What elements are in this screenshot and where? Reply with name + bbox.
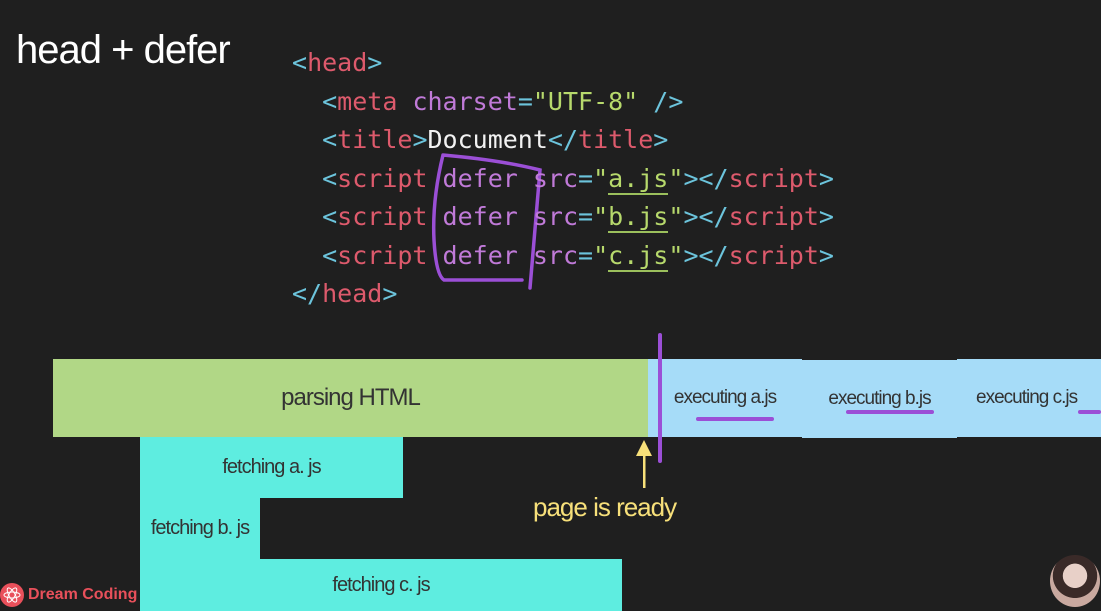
defer-attr: defer (442, 202, 518, 231)
underline-annotation (696, 417, 774, 421)
title-text: Document (427, 125, 548, 154)
meta-tag: meta (337, 86, 398, 116)
underline-annotation (1078, 410, 1101, 414)
meta-value: "UTF-8" (532, 86, 639, 116)
parsing-label: parsing HTML (281, 384, 421, 411)
presenter-avatar (1050, 555, 1100, 607)
head-open-tag: head (307, 48, 368, 77)
script-close-tag: script (728, 163, 819, 193)
executing-a-bar: executing a.js (648, 359, 802, 437)
executing-label: executing b.js (828, 388, 931, 409)
meta-attr: charset (412, 86, 518, 116)
script-line-b: <script defer src="b.js"></script> (322, 202, 834, 233)
fetching-label: fetching a. js (222, 456, 321, 478)
src-attr: src (532, 163, 579, 193)
parsing-html-bar: parsing HTML (53, 359, 648, 437)
script-file: c.js (608, 240, 669, 272)
page-ready-label: page is ready (533, 492, 677, 522)
head-close-tag: head (322, 279, 383, 308)
fetching-c-bar: fetching c. js (140, 559, 622, 611)
code-block: <head> <meta charset="UTF-8" /> <title>D… (292, 48, 834, 308)
executing-c-bar: executing c.js (957, 359, 1101, 437)
executing-b-bar: executing b.js (802, 360, 957, 438)
src-attr: src (532, 240, 579, 270)
script-tag: script (337, 202, 428, 231)
brand-name: Dream Coding (28, 586, 138, 603)
script-tag: script (337, 163, 428, 193)
fetching-label: fetching c. js (332, 573, 430, 596)
slide-title: head + defer (16, 28, 231, 72)
fetching-label: fetching b. js (150, 517, 250, 539)
script-line-a: <script defer src="a.js"></script> (322, 163, 834, 195)
src-attr: src (532, 202, 579, 231)
script-close-tag: script (728, 240, 819, 270)
arrow-up-icon (636, 440, 652, 488)
script-close-tag: script (728, 202, 819, 231)
underline-annotation (846, 410, 934, 414)
defer-circle-annotation (431, 153, 542, 290)
script-line-c: <script defer src="c.js"></script> (322, 240, 834, 272)
defer-attr: defer (442, 240, 518, 270)
title-tag: title (337, 125, 413, 154)
executing-label: executing a.js (673, 387, 777, 408)
defer-attr: defer (442, 163, 518, 193)
ready-marker-line (658, 333, 662, 463)
title-close-tag: title (578, 125, 654, 154)
fetching-b-bar: fetching b. js (140, 498, 260, 559)
script-file: b.js (608, 202, 669, 233)
atom-icon (0, 583, 24, 607)
fetching-a-bar: fetching a. js (140, 437, 403, 498)
script-tag: script (337, 240, 428, 270)
executing-label: executing c.js (976, 387, 1078, 408)
brand-logo: Dream Coding (0, 583, 137, 607)
script-file: a.js (608, 163, 669, 195)
